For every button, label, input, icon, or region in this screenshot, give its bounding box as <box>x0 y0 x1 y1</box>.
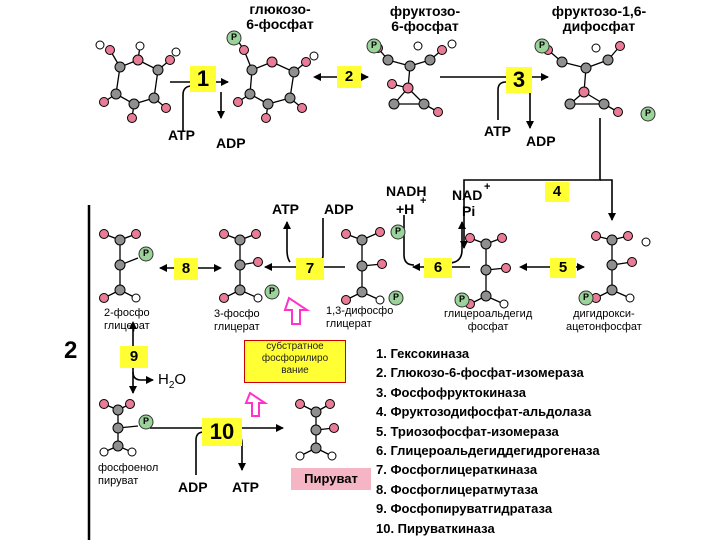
s1-atp: ATP <box>168 127 195 143</box>
label-dhap: дигидрокси- ацетонфосфат <box>566 308 642 333</box>
label-glyceraldehyde-phosphate: глицероальдегид фосфат <box>444 308 533 333</box>
label-fructose-6-phosphate: фруктозо- 6-фосфат <box>389 3 461 34</box>
p-letter: P <box>143 416 150 426</box>
s7-adp: ADP <box>324 201 354 217</box>
step-8-box: 8 <box>174 258 198 280</box>
substrate-phosphorylation-arrows <box>244 296 311 417</box>
phosphate-icon <box>138 414 154 430</box>
phosphate-icon <box>226 30 242 46</box>
molecule-pep <box>99 399 139 457</box>
phosphate-icon <box>454 292 470 308</box>
step-1-box: 1 <box>190 66 216 92</box>
step-6-box: 6 <box>424 258 452 278</box>
phosphate-icon <box>640 106 656 122</box>
label-glucose-6-phosphate: глюкозо- 6-фосфат <box>246 1 314 32</box>
phosphate-icon <box>578 290 594 306</box>
s6-h: +H <box>396 201 415 217</box>
phosphate-icon <box>264 284 280 300</box>
s3-adp: ADP <box>526 133 556 149</box>
s6-pi: Pi <box>462 203 476 219</box>
enzyme-item: 6. Глицероальдегиддегидрогеназа <box>376 443 600 459</box>
label-1-3-bisphosphoglycerate: 1,3-дифосфо глицерат <box>326 305 394 330</box>
s6-nad: NAD <box>452 187 483 203</box>
s10-adp: ADP <box>178 479 208 495</box>
molecule-3pg <box>219 229 263 303</box>
molecule-pyruvate <box>295 399 339 461</box>
molecule-bpg13 <box>341 227 387 305</box>
p-letter: P <box>269 286 276 296</box>
p-letter: P <box>371 40 378 50</box>
enzyme-item: 9. Фосфопируватгидратаза <box>376 501 553 517</box>
p-letter: P <box>583 292 590 302</box>
s7-atp: ATP <box>272 201 299 217</box>
step-2-box: 2 <box>337 66 361 88</box>
phosphate-icon <box>390 224 406 240</box>
step-5-box: 5 <box>550 258 576 278</box>
enzyme-item: 5. Триозофосфат-изомераза <box>376 423 559 439</box>
s6-h-sup: + <box>420 195 427 207</box>
s3-atp: ATP <box>484 123 511 139</box>
molecule-gap <box>465 233 511 309</box>
molecule-fructose-6-phosphate <box>373 39 457 117</box>
enzyme-item: 8. Фосфоглицератмутаза <box>376 481 538 497</box>
enzyme-item: 3. Фосфофруктокиназа <box>376 384 526 400</box>
molecule-glucose <box>95 40 181 123</box>
molecule-fructose-1-6-bisphosphate <box>543 41 625 117</box>
s9-h: H <box>158 371 169 388</box>
step-4-box: 4 <box>545 182 569 202</box>
label-pep: фосфоенол пируват <box>98 462 159 487</box>
step-7-box: 7 <box>296 258 324 280</box>
step-3-box: 3 <box>506 67 532 93</box>
molecule-dhap <box>591 231 651 303</box>
p-letter: P <box>539 40 546 50</box>
phosphate-groups <box>138 30 656 430</box>
enzyme-legend: 1. Гексокиназа 2. Глюкозо-6-фосфат-изоме… <box>376 344 600 538</box>
s9-o: O <box>174 371 187 388</box>
enzyme-item: 1. Гексокиназа <box>376 346 470 361</box>
s9-h2o: H2O <box>158 372 186 392</box>
label-fructose-1-6-bisphosphate: фруктозо-1,6- дифосфат <box>551 3 647 34</box>
enzyme-item: 4. Фруктозодифосфат-альдолаза <box>376 404 592 420</box>
stage-number: 2 <box>64 337 78 364</box>
p-letter: P <box>645 108 652 118</box>
p-letter: P <box>395 226 402 236</box>
s6-nadh: NADH <box>386 183 427 199</box>
molecule-glucose-6-phosphate <box>233 37 319 123</box>
s9-sub: 2 <box>168 380 175 391</box>
enzyme-item: 10. Пируваткиназа <box>376 520 495 536</box>
phosphate-icon <box>534 38 550 54</box>
p-letter: P <box>393 292 400 302</box>
enzyme-item: 7. Фосфоглицераткиназа <box>376 462 538 478</box>
substrate-phosphorylation-note: субстратное фосфорилиро вание <box>244 340 346 383</box>
s10-atp: ATP <box>232 479 259 495</box>
s6-nad-sup: + <box>484 181 491 193</box>
label-3-phosphoglycerate: 3-фосфо глицерат <box>214 308 260 333</box>
molecule-2pg <box>99 229 141 303</box>
step-10-box: 10 <box>202 418 242 446</box>
p-letter: P <box>231 32 238 42</box>
label-2-phosphoglycerate: 2-фосфо глицерат <box>104 307 150 332</box>
phosphate-icon <box>388 290 404 306</box>
label-pyruvate: Пируват <box>291 468 371 490</box>
phosphate-icon <box>138 246 154 262</box>
s1-adp: ADP <box>216 135 246 151</box>
p-letter: P <box>459 294 466 304</box>
step-9-box: 9 <box>120 346 148 368</box>
enzyme-item: 2. Глюкозо-6-фосфат-изомераза <box>376 365 584 381</box>
phosphate-icon <box>366 38 382 54</box>
p-letter: P <box>143 248 150 258</box>
